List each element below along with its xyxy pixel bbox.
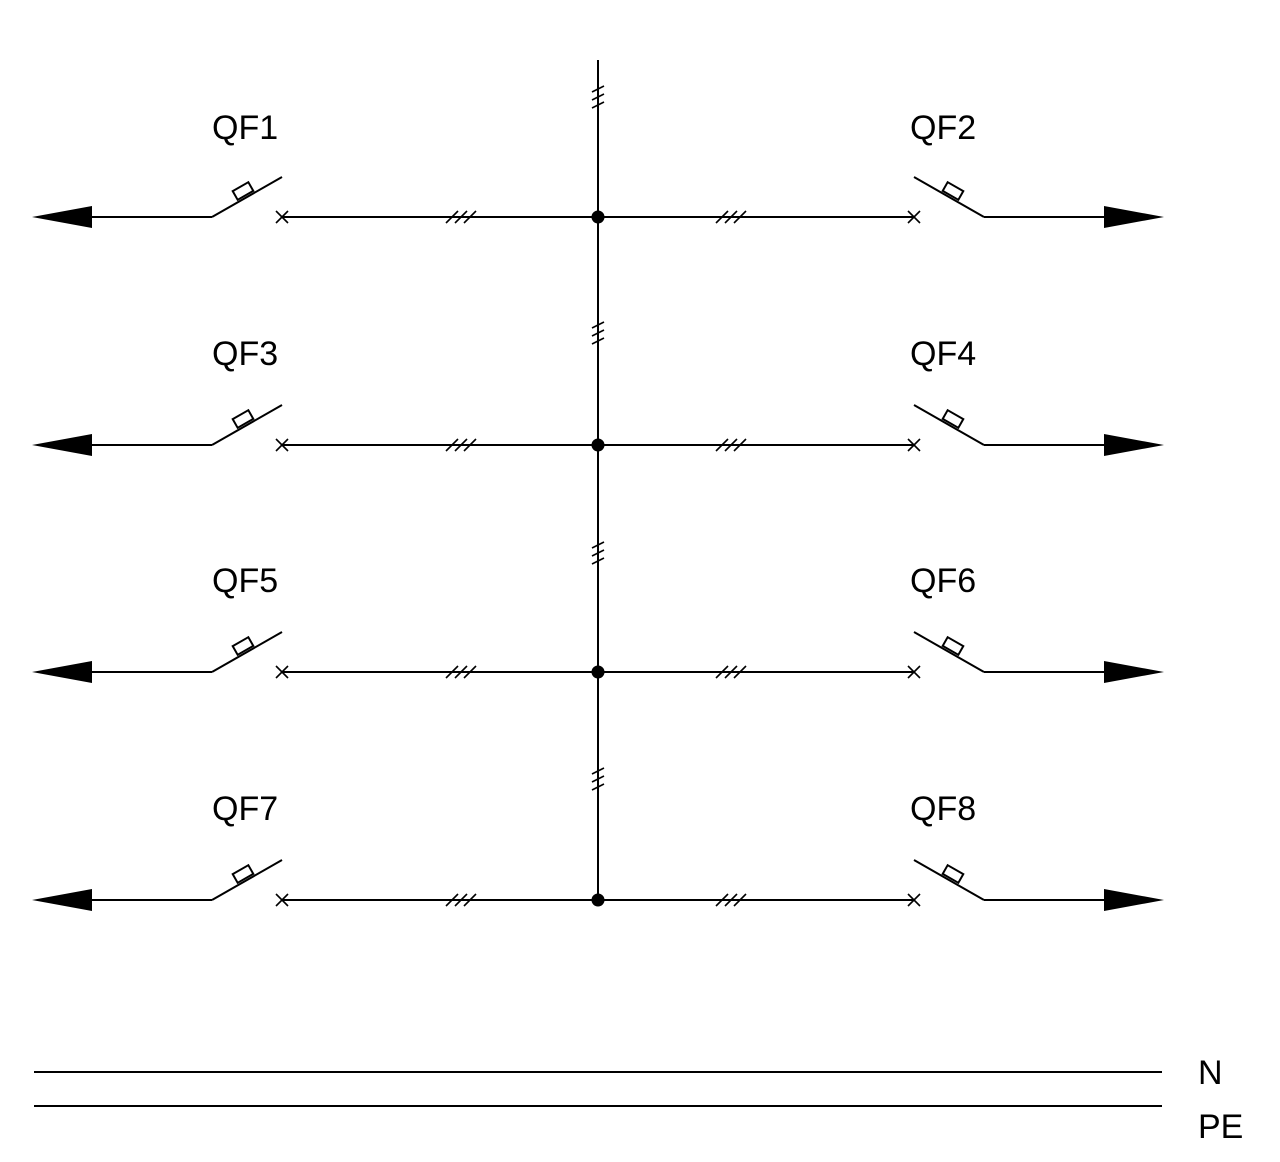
breaker-label: QF7	[212, 790, 278, 828]
breaker-cross-icon	[907, 893, 921, 907]
three-phase-mark	[445, 665, 477, 679]
circuit-breaker-symbol	[913, 859, 985, 901]
breaker-cross-icon	[907, 210, 921, 224]
three-phase-mark	[445, 893, 477, 907]
breaker-label: QF6	[910, 562, 976, 600]
three-phase-mark	[715, 438, 747, 452]
main-busbar	[591, 60, 605, 900]
bus-tick-mark	[591, 541, 605, 565]
feeder-row-2: QF3 QF4	[32, 335, 1164, 456]
three-phase-mark	[445, 210, 477, 224]
breaker-cross-icon	[907, 665, 921, 679]
outgoing-arrow-icon	[1104, 434, 1164, 456]
right-feeder: QF2	[598, 109, 1164, 228]
bus-tick-mark	[591, 767, 605, 791]
breaker-label: QF8	[910, 790, 976, 828]
protective-earth-label: PE	[1198, 1108, 1243, 1146]
three-phase-mark	[445, 438, 477, 452]
breaker-label: QF3	[212, 335, 278, 373]
left-feeder: QF5	[32, 562, 598, 683]
three-phase-mark	[715, 893, 747, 907]
circuit-breaker-symbol	[211, 404, 283, 446]
breaker-label: QF5	[212, 562, 278, 600]
outgoing-arrow-icon	[32, 206, 92, 228]
neutral-label: N	[1198, 1054, 1223, 1092]
feeder-row-3: QF5 QF6	[32, 562, 1164, 683]
three-phase-mark	[715, 210, 747, 224]
feeder-row-1: QF1 QF2	[32, 109, 1164, 228]
circuit-breaker-symbol	[211, 859, 283, 901]
outgoing-arrow-icon	[32, 889, 92, 911]
bus-tick-mark	[591, 321, 605, 345]
right-feeder: QF4	[598, 335, 1164, 456]
right-feeder: QF6	[598, 562, 1164, 683]
circuit-breaker-symbol	[211, 176, 283, 218]
feeder-row-4: QF7 QF8	[32, 790, 1164, 911]
breaker-cross-icon	[907, 438, 921, 452]
circuit-breaker-symbol	[913, 631, 985, 673]
left-feeder: QF1	[32, 109, 598, 228]
outgoing-arrow-icon	[32, 661, 92, 683]
left-feeder: QF7	[32, 790, 598, 911]
breaker-label: QF2	[910, 109, 976, 147]
breaker-label: QF4	[910, 335, 976, 373]
circuit-breaker-symbol	[913, 404, 985, 446]
neutral-rail: N	[34, 1054, 1223, 1092]
left-feeder: QF3	[32, 335, 598, 456]
outgoing-arrow-icon	[1104, 661, 1164, 683]
outgoing-arrow-icon	[32, 434, 92, 456]
protective-earth-rail: PE	[34, 1105, 1243, 1146]
outgoing-arrow-icon	[1104, 889, 1164, 911]
circuit-breaker-symbol	[211, 631, 283, 673]
outgoing-arrow-icon	[1104, 206, 1164, 228]
circuit-breaker-symbol	[913, 176, 985, 218]
breaker-label: QF1	[212, 109, 278, 147]
bus-tick-mark	[591, 85, 605, 109]
right-feeder: QF8	[598, 790, 1164, 911]
three-phase-mark	[715, 665, 747, 679]
